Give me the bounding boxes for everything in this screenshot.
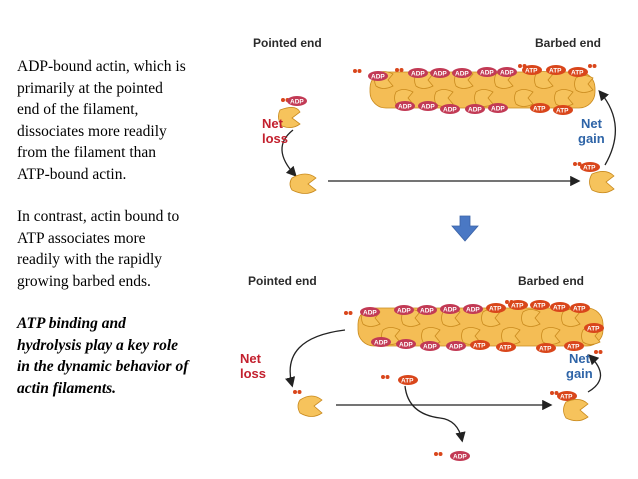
gain-arrow — [598, 90, 616, 166]
net-gain-label-line1: Net — [569, 351, 591, 366]
barbed-end-label: Barbed end — [518, 274, 584, 288]
free-adp-actin-monomer — [293, 390, 323, 417]
barbed-end-label: Barbed end — [535, 36, 601, 50]
net-gain-label-line1: Net — [581, 116, 603, 131]
free-adp-actin-monomer — [289, 173, 317, 194]
paragraph-conclusion: ATP binding and hydrolysis play a key ro… — [17, 315, 189, 397]
top-panel: Pointed end Barbed end — [253, 36, 616, 194]
dissociating-adp-actin — [278, 96, 307, 128]
free-atp-actin-monomer — [550, 391, 589, 422]
bottom-panel: Pointed end Barbed end Net loss — [240, 274, 604, 461]
net-loss-label-line1: Net — [240, 351, 262, 366]
paragraph-atp-association: In contrast, actin bound to ATP associat… — [17, 208, 180, 290]
actin-filament — [344, 300, 604, 354]
net-loss-label-line1: Net — [262, 116, 284, 131]
explanation-text: ADP-bound actin, which is primarily at t… — [17, 56, 245, 399]
free-atp-actin-monomer — [573, 162, 615, 194]
down-arrow-icon — [451, 215, 479, 242]
pointed-end-label: Pointed end — [253, 36, 322, 50]
loss-arrow — [281, 129, 297, 177]
net-loss-label-line2: loss — [262, 131, 288, 146]
hydrolysis-path — [381, 375, 470, 461]
net-loss-label-line2: loss — [240, 366, 266, 381]
actin-filament — [353, 64, 597, 115]
pointed-end-label: Pointed end — [248, 274, 317, 288]
net-gain-label-line2: gain — [578, 131, 605, 146]
loss-arrow — [285, 329, 346, 388]
paragraph-adp-dissociation: ADP-bound actin, which is primarily at t… — [17, 58, 186, 183]
net-gain-label-line2: gain — [566, 366, 593, 381]
gain-arrow — [587, 354, 602, 393]
